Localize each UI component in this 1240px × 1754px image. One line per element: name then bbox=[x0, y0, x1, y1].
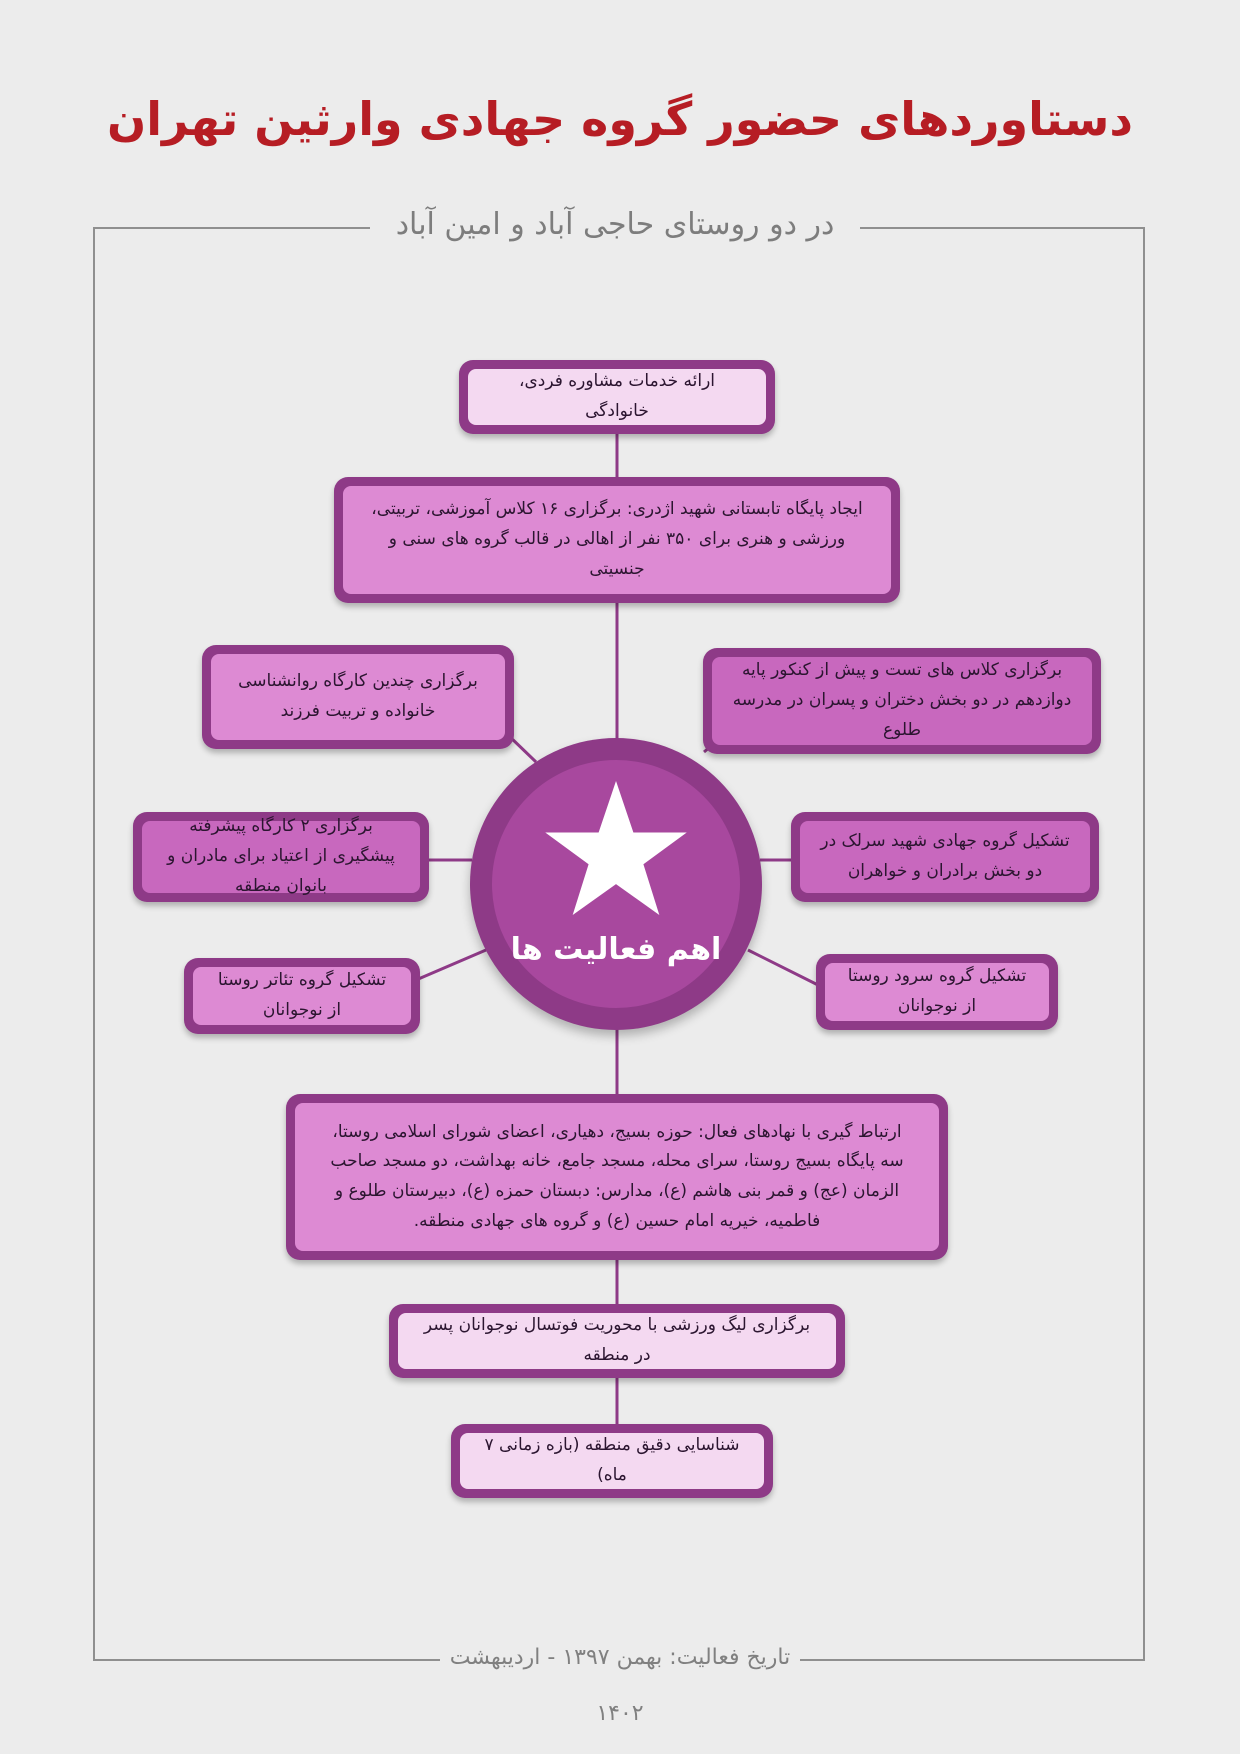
star-icon bbox=[545, 780, 687, 916]
activity-box-addiction-workshops: برگزاری ۲ کارگاه پیشرفته پیشگیری از اعتی… bbox=[133, 812, 429, 902]
activity-box-counseling: ارائه خدمات مشاوره فردی، خانوادگی bbox=[459, 360, 775, 434]
activity-box-jihadi-group: تشکیل گروه جهادی شهید سرلک در دو بخش برا… bbox=[791, 812, 1099, 902]
activity-text: تشکیل گروه سرود روستا از نوجوانان bbox=[825, 963, 1049, 1021]
connector-right3 bbox=[747, 948, 819, 987]
activity-text: ارائه خدمات مشاوره فردی، خانوادگی bbox=[468, 369, 766, 425]
activity-text: تشکیل گروه جهادی شهید سرلک در دو بخش برا… bbox=[800, 821, 1090, 893]
activity-text: ایجاد پایگاه تابستانی شهید اژدری: برگزار… bbox=[343, 486, 891, 594]
activity-text: برگزاری لیگ ورزشی با محوریت فوتسال نوجوا… bbox=[398, 1313, 836, 1369]
activity-text: تشکیل گروه تئاتر روستا از نوجوانان bbox=[193, 967, 411, 1025]
activity-text: برگزاری چندین کارگاه روانشناسی خانواده و… bbox=[211, 654, 505, 740]
connector-left3 bbox=[415, 948, 487, 982]
activity-text: برگزاری کلاس های تست و پیش از کنکور پایه… bbox=[712, 657, 1092, 745]
activity-box-summer-base: ایجاد پایگاه تابستانی شهید اژدری: برگزار… bbox=[334, 477, 900, 603]
center-hub-inner: اهم فعالیت ها bbox=[492, 760, 740, 1008]
activity-text: شناسایی دقیق منطقه (بازه زمانی ۷ ماه) bbox=[460, 1433, 764, 1489]
activity-box-psychology-workshops: برگزاری چندین کارگاه روانشناسی خانواده و… bbox=[202, 645, 514, 749]
page-subtitle: در دو روستای حاجی آباد و امین آباد bbox=[370, 200, 860, 250]
center-hub: اهم فعالیت ها bbox=[470, 738, 762, 1030]
activity-text: برگزاری ۲ کارگاه پیشرفته پیشگیری از اعتی… bbox=[142, 816, 420, 896]
activity-box-area-survey: شناسایی دقیق منطقه (بازه زمانی ۷ ماه) bbox=[451, 1424, 773, 1498]
activity-text: ارتباط گیری با نهادهای فعال: حوزه بسیج، … bbox=[295, 1103, 939, 1251]
activity-box-konkur-classes: برگزاری کلاس های تست و پیش از کنکور پایه… bbox=[703, 648, 1101, 754]
activity-box-futsal-league: برگزاری لیگ ورزشی با محوریت فوتسال نوجوا… bbox=[389, 1304, 845, 1378]
page-title: دستاوردهای حضور گروه جهادی وارثین تهران bbox=[106, 92, 1133, 146]
activity-box-theater-group: تشکیل گروه تئاتر روستا از نوجوانان bbox=[184, 958, 420, 1034]
activity-box-choir-group: تشکیل گروه سرود روستا از نوجوانان bbox=[816, 954, 1058, 1030]
activity-date-range: تاریخ فعالیت: بهمن ۱۳۹۷ - اردیبهشت ۱۴۰۲ bbox=[440, 1630, 800, 1742]
center-hub-label: اهم فعالیت ها bbox=[510, 932, 722, 967]
activity-box-institution-links: ارتباط گیری با نهادهای فعال: حوزه بسیج، … bbox=[286, 1094, 948, 1260]
